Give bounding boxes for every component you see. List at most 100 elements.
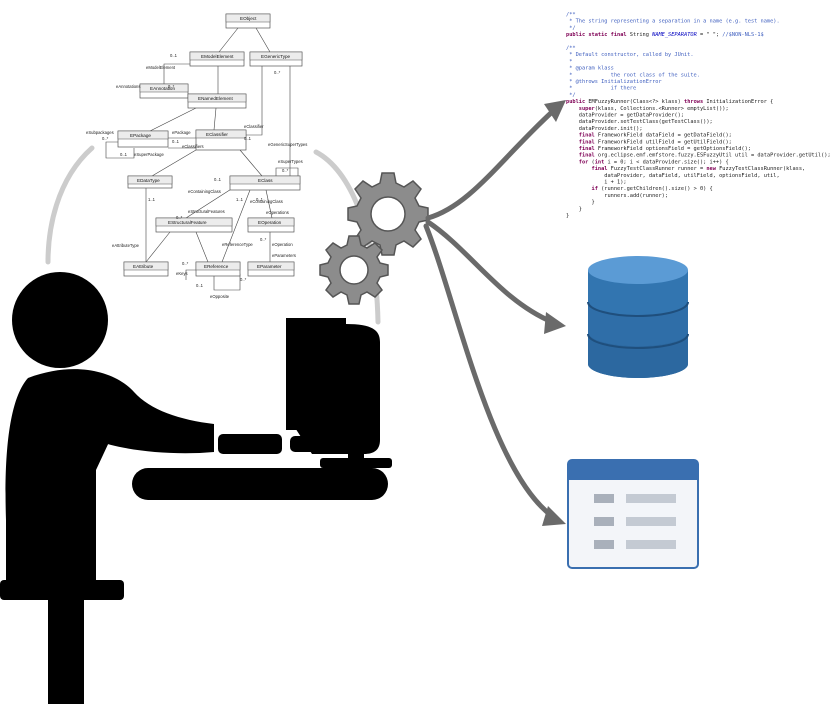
code-line: dataProvider.setTestClass(getTestClass()… [566, 119, 713, 125]
code-line: runners.add(runner); [566, 193, 668, 199]
code-token: * the root class of the suite. [566, 72, 700, 78]
uml-label: eSuperPackage [134, 152, 164, 157]
code-token: i + 1); [566, 180, 627, 186]
code-token: String [630, 32, 652, 38]
code-token: } [566, 213, 569, 219]
uml-class-eparameter: EParameter [247, 261, 295, 277]
code-token: super [566, 106, 595, 112]
code-token: dataProvider, dataField, utilField, opti… [566, 173, 780, 179]
code-line: /** [566, 12, 576, 18]
code-line: public static final String NAME_SEPARATO… [566, 32, 764, 38]
uml-label: eOperations [266, 210, 289, 215]
uml-label: eKeys [176, 271, 188, 276]
code-token: final [566, 139, 598, 145]
code-token: * [566, 59, 572, 65]
uml-class-eobject: EObject [225, 13, 271, 29]
code-line: final FrameworkField utilField = getUtil… [566, 139, 732, 145]
code-token: final [566, 133, 598, 139]
code-token: final [566, 153, 598, 159]
code-token: i = 0; i < dataProvider.size(); i++) { [607, 159, 728, 165]
code-token: * @throws InitializationError [566, 79, 662, 85]
code-line: } [566, 200, 595, 206]
uml-class-edatatype: EDataType [127, 175, 173, 189]
code-line: final FrameworkField dataField = getData… [566, 133, 732, 139]
uml-class-estructuralfeature: EStructuralFeature [155, 217, 233, 233]
code-token: InitializationError { [706, 99, 773, 105]
uml-label: eGenericSuperTypes [268, 142, 307, 147]
code-token: dataProvider.init(); [566, 126, 643, 132]
gears-icon [319, 172, 429, 305]
uml-label: 0..1 [196, 283, 204, 288]
uml-class-title: EGenericType [261, 54, 291, 59]
code-line: * the root class of the suite. [566, 72, 700, 78]
uml-class-eclass: EClass [229, 175, 301, 191]
uml-class-title: EOperation [258, 220, 282, 225]
code-line: * Default constructor, called by JUnit. [566, 52, 694, 58]
uml-label: eStructuralFeatures [188, 209, 225, 214]
uml-label: 0..1 [120, 152, 128, 157]
uml-label: eModelElement [146, 65, 176, 70]
uml-class-title: EAttribute [133, 264, 154, 269]
uml-class-title: EModelElement [201, 54, 234, 59]
uml-class-title: EClassifier [206, 132, 228, 137]
code-token: */ [566, 25, 576, 31]
uml-label: 0..* [168, 84, 175, 89]
code-token: dataProvider.setTestClass(getTestClass()… [566, 119, 713, 125]
uml-class-title: EParameter [257, 264, 282, 269]
code-token: * if there [566, 86, 636, 92]
uml-label: eClassifiers [182, 144, 204, 149]
uml-class-eattribute: EAttribute [123, 261, 169, 277]
code-token: throws [684, 99, 706, 105]
uml-label: 0..1 [244, 136, 252, 141]
form-window-icon [567, 459, 699, 569]
uml-label: 1..1 [236, 197, 244, 202]
code-token: (klass, Collections.<Runner> emptyList()… [595, 106, 729, 112]
uml-label: 0..1 [172, 139, 180, 144]
uml-label: 0..1 [214, 177, 222, 182]
code-line: } [566, 213, 569, 219]
uml-label: 0..* [260, 237, 267, 242]
uml-class-epackage: EPackage [117, 130, 169, 148]
code-token: } [566, 206, 582, 212]
code-token: FuzzyTestClassRunner runner = [611, 166, 707, 172]
code-line: */ [566, 92, 576, 98]
form-rows [594, 494, 676, 549]
uml-class-eannotation: EAnnotation [139, 83, 189, 99]
gear-small-icon [319, 235, 389, 305]
code-token: NAME_SEPARATOR [651, 32, 697, 38]
code-line: /** [566, 46, 576, 52]
uml-label: eContainingClass [188, 189, 221, 194]
code-line: dataProvider = getDataProvider(); [566, 113, 684, 119]
uml-label: eParameters [272, 253, 296, 258]
uml-class-title: EStructuralFeature [168, 220, 207, 225]
uml-class-title: EPackage [130, 133, 151, 138]
code-line: final FrameworkField optionsField = getO… [566, 146, 751, 152]
code-line: final org.eclipse.emf.emfstore.fuzzy.ESF… [566, 153, 831, 159]
code-line: * @param klass [566, 66, 614, 72]
code-line: public EMFuzzyRunner(Class<?> klass) thr… [566, 99, 773, 105]
gear-large-icon [347, 172, 429, 256]
uml-label: 0..* [182, 261, 189, 266]
person-at-computer-icon [0, 272, 392, 704]
uml-class-enamedelement: ENamedElement [187, 93, 247, 109]
uml-class-title: EClass [258, 178, 273, 183]
uml-label: eAnnotations [116, 84, 140, 89]
uml-label: 0..* [176, 215, 183, 220]
uml-connectors [105, 27, 299, 291]
output-arrows [423, 109, 555, 519]
code-token: public [566, 99, 588, 105]
code-token: * @param klass [566, 66, 614, 72]
code-line: * if there [566, 86, 636, 92]
uml-label: 0..1 [256, 197, 264, 202]
uml-class-title: ENamedElement [198, 96, 233, 101]
uml-class-title: EReference [204, 264, 229, 269]
uml-label: 0..* [274, 70, 281, 75]
code-token: /** [566, 12, 576, 18]
arrow-to-database [425, 219, 555, 325]
code-token: FrameworkField optionsField = getOptions… [598, 146, 751, 152]
code-line: * [566, 59, 572, 65]
code-line: * @throws InitializationError [566, 79, 662, 85]
code-token: final [566, 166, 611, 172]
code-token: /** [566, 46, 576, 52]
uml-label: 0..* [240, 277, 247, 282]
